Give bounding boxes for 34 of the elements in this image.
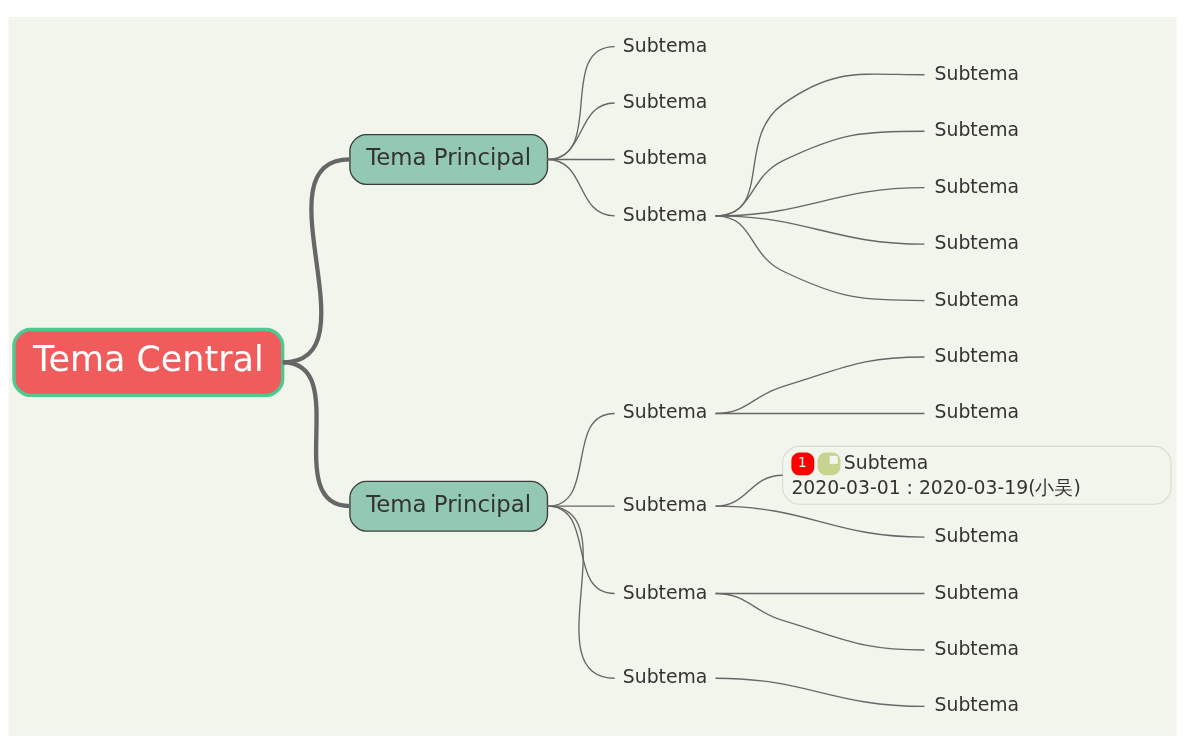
connector	[546, 505, 616, 679]
node-box: 1 Subtema 2020-03-01 : 2020-03-19(小吴)	[782, 445, 1172, 505]
node-text: Subtema	[934, 288, 1020, 310]
node-text: Subtema	[622, 581, 708, 603]
connector	[714, 356, 926, 415]
connector	[282, 360, 351, 509]
node-text: Subtema	[622, 34, 708, 56]
connector	[546, 412, 616, 507]
node-text: Subtema	[622, 494, 708, 516]
node-text: Subtema	[934, 344, 1020, 366]
connector	[714, 592, 926, 651]
connector	[714, 677, 926, 708]
node-text: Subtema	[622, 203, 708, 225]
node-text: Subtema	[934, 232, 1020, 254]
node-text: Subtema	[622, 401, 708, 423]
node-box: Tema Central	[12, 327, 285, 397]
connector	[714, 505, 926, 538]
node-text: Subtema	[934, 581, 1020, 603]
node-text: Subtema	[934, 525, 1020, 547]
connector	[714, 215, 926, 302]
node-text: Subtema	[934, 175, 1020, 197]
node-text: Subtema	[622, 147, 708, 169]
node-text: Subtema	[934, 119, 1020, 141]
connector	[546, 158, 616, 217]
node-text: Subtema	[622, 666, 708, 688]
node-text: Subtema	[934, 694, 1020, 716]
connector	[714, 474, 784, 507]
node-text: Subtema	[934, 62, 1020, 84]
connector	[714, 412, 926, 415]
node-text: Subtema	[934, 401, 1020, 423]
node-text: Subtema	[622, 90, 708, 112]
node-box: Tema Principal	[349, 480, 549, 532]
node-text: Subtema	[934, 637, 1020, 659]
node-box: Tema Principal	[349, 133, 549, 185]
